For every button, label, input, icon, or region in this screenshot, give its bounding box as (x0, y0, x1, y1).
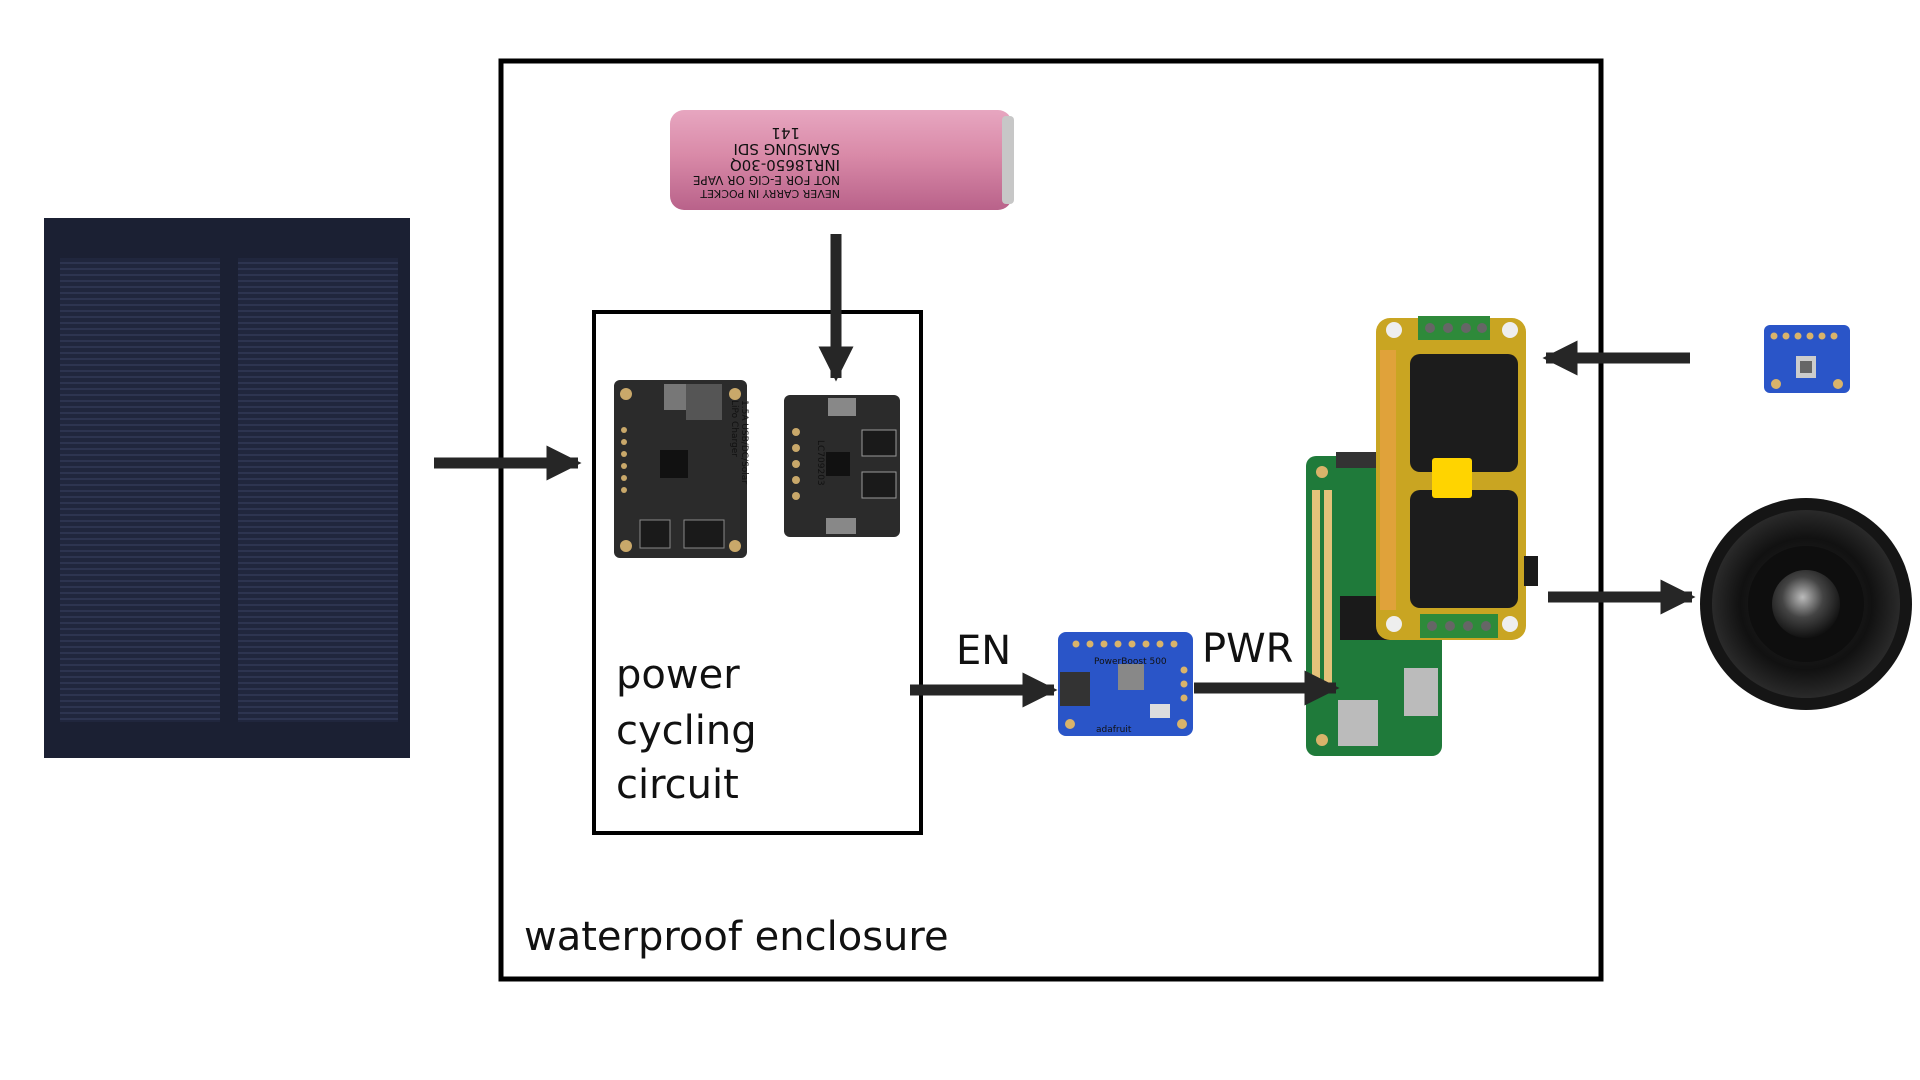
battery-print-5: 141 (771, 124, 800, 142)
battery-print-4: SAMSUNG SDI (733, 140, 840, 158)
label-circuit-line3: circuit (616, 762, 739, 808)
battery-image: NEVER CARRY IN POCKET NOT FOR E-CIG OR V… (670, 110, 1014, 210)
label-circuit-line1: power (616, 652, 740, 698)
charger-print-2: LiPo Charger (729, 400, 739, 457)
charger-board-image: 1.5A USB/DC/Solar LiPo Charger (614, 380, 749, 558)
battery-print-3: INR18650-30Q (730, 156, 840, 174)
label-pwr: PWR (1202, 626, 1293, 672)
label-en: EN (956, 628, 1011, 674)
speaker-image (1700, 498, 1912, 710)
fuel-gauge-print: LC709203 (815, 440, 825, 486)
battery-print-2: NOT FOR E-CIG OR VAPE (693, 173, 840, 187)
charger-print-1: 1.5A USB/DC/Solar (739, 400, 749, 484)
battery-print-1: NEVER CARRY IN POCKET (700, 187, 840, 200)
audio-hat-image (1376, 316, 1538, 640)
boost-print-2: adafruit (1096, 725, 1132, 735)
power-cycling-box (592, 310, 923, 835)
powerboost-board-image: PowerBoost 500 adafruit (1058, 632, 1193, 736)
label-circuit-line2: cycling (616, 708, 757, 754)
boost-print-1: PowerBoost 500 (1094, 657, 1167, 667)
fuel-gauge-board-image: LC709203 (784, 395, 900, 537)
sensor-breakout-image (1764, 325, 1850, 393)
label-enclosure: waterproof enclosure (524, 914, 949, 960)
solar-panel-image (44, 218, 410, 758)
enclosure-frame (498, 58, 1604, 982)
